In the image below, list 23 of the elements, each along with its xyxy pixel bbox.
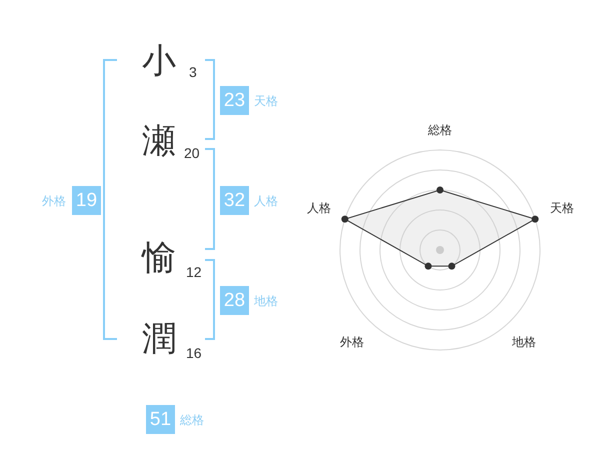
axis-label: 天格 <box>550 202 574 214</box>
name-character: 小 <box>142 44 176 78</box>
name-character: 潤 <box>142 322 176 356</box>
score-badge: 51 <box>146 405 175 434</box>
score-badge: 19 <box>72 186 101 215</box>
stroke-count: 3 <box>189 65 197 79</box>
name-character: 瀬 <box>142 124 176 158</box>
axis-label: 総格 <box>428 124 452 136</box>
score-badge: 32 <box>220 186 249 215</box>
stroke-count: 12 <box>186 265 202 279</box>
score-badge: 28 <box>220 286 249 315</box>
axis-label: 人格 <box>307 202 331 214</box>
score-label: 天格 <box>254 94 278 108</box>
score-label: 人格 <box>254 194 278 208</box>
stroke-count: 20 <box>184 146 200 160</box>
axis-label: 外格 <box>340 336 364 348</box>
name-character: 愉 <box>142 241 176 275</box>
score-label: 地格 <box>254 294 278 308</box>
axis-label: 地格 <box>512 336 536 348</box>
score-label: 総格 <box>180 413 204 427</box>
stroke-count: 16 <box>186 346 202 360</box>
score-badge: 23 <box>220 86 249 115</box>
score-label: 外格 <box>42 194 66 208</box>
